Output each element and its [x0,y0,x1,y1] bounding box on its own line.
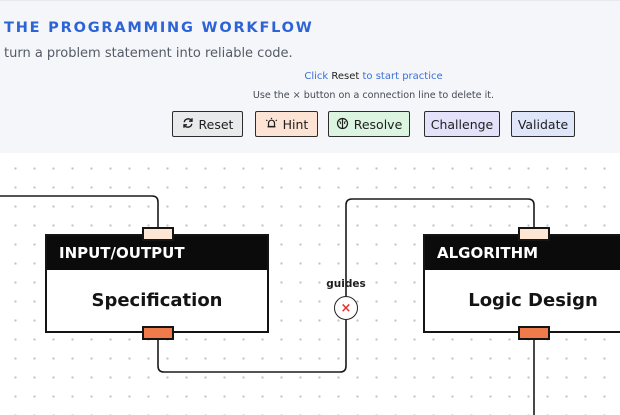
hint-button-label: Hint [282,116,309,132]
instruction-suffix: to start practice [362,71,443,82]
alarm-bell-icon [265,117,278,132]
validate-button-label: Validate [517,116,569,132]
page-subtitle: turn a problem statement into reliable c… [4,46,293,61]
close-icon: × [340,300,352,316]
node-specification[interactable]: INPUT/OUTPUT Specification [45,234,269,333]
delete-hint-text: Use the × button on a connection line to… [252,90,495,101]
node-label: Specification [91,289,223,311]
reset-button[interactable]: Reset [172,111,243,137]
connection-line-guides[interactable] [157,198,535,373]
output-port[interactable] [142,326,174,340]
page-title: THE PROGRAMMING WORKFLOW [4,20,314,36]
output-port[interactable] [518,326,550,340]
challenge-button[interactable]: Challenge [424,111,500,137]
brain-icon [336,117,349,132]
delete-connection-button[interactable]: × [334,296,358,320]
instruction-keyword: Reset [331,71,360,82]
connection-label: guides [326,278,366,290]
resolve-button[interactable]: Resolve [328,111,410,137]
node-header: ALGORITHM [425,236,620,270]
reset-button-label: Reset [198,116,234,132]
instruction-prefix: Click [304,71,329,82]
resolve-button-label: Resolve [353,116,403,132]
connection-line-offscreen-to-specification[interactable] [0,195,159,228]
input-port[interactable] [142,227,174,241]
hint-button[interactable]: Hint [255,111,318,137]
refresh-icon [182,117,194,131]
validate-button[interactable]: Validate [511,111,575,137]
challenge-button-label: Challenge [430,116,494,132]
header-panel: THE PROGRAMMING WORKFLOW turn a problem … [0,0,620,154]
input-port[interactable] [518,227,550,241]
start-instruction: Click Reset to start practice [0,71,620,82]
node-header: INPUT/OUTPUT [47,236,267,270]
node-logic-design[interactable]: ALGORITHM Logic Design [423,234,620,333]
node-label: Logic Design [468,289,598,311]
